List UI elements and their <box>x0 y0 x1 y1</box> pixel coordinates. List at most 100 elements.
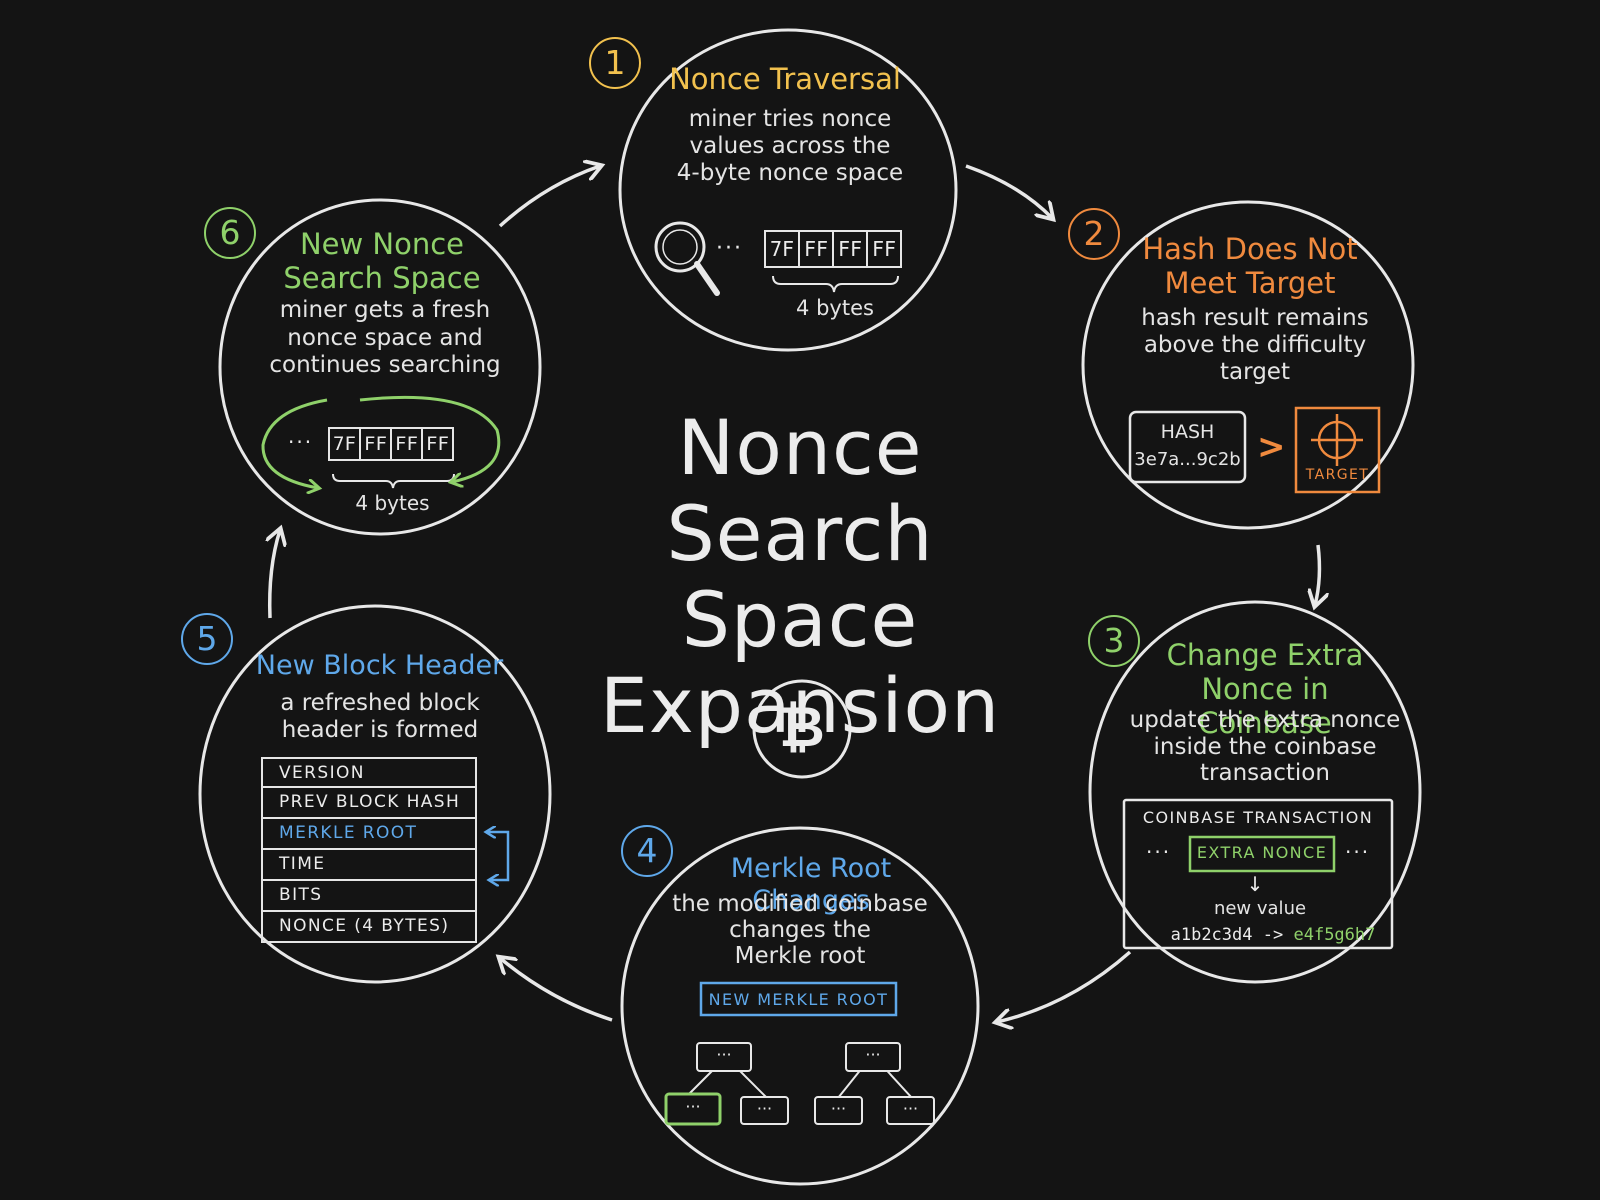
step2-circle <box>1081 200 1415 530</box>
target-label: TARGET <box>1305 467 1370 483</box>
step6-desc-line: miner gets a fresh <box>279 297 491 323</box>
step1-desc-line: values across the <box>689 133 891 160</box>
byte-cell: 7F <box>328 427 361 461</box>
hash-box <box>1128 410 1247 484</box>
byte-cell: FF <box>832 230 868 268</box>
page-title: Nonce Search Space Expansion <box>560 405 1040 749</box>
step1-bytes-label: 4 bytes <box>796 296 874 320</box>
title-line-2: Search Space <box>666 489 934 664</box>
step4-number: 4 <box>621 825 673 877</box>
step1-bytes: 7F FF FF FF <box>764 230 902 268</box>
arrow-5-to-6 <box>270 530 280 619</box>
old-value: a1b2c3d4 <box>1170 925 1253 945</box>
coinbase-ellipsis-right: ··· <box>1345 840 1371 864</box>
step3-desc-line: transaction <box>1200 760 1330 787</box>
tree-node <box>845 1042 901 1072</box>
step2-title-line: Meet Target <box>1164 266 1336 301</box>
arrow-6-to-1 <box>498 166 600 228</box>
step6-title-line: New Nonce <box>299 227 465 261</box>
magnifier-icon <box>654 221 720 296</box>
bitcoin-icon: ₿ <box>779 695 825 760</box>
tree-node <box>696 1042 752 1072</box>
title-line-3: Expansion <box>599 661 1001 750</box>
byte-cell: FF <box>798 230 834 268</box>
greater-than-sign: > <box>1257 427 1286 467</box>
step4-description: the modified coinbase changes the Merkle… <box>660 891 940 970</box>
header-row-merkle-root: MERKLE ROOT <box>261 819 477 850</box>
step2-title-line: Hash Does Not <box>1142 232 1358 266</box>
cycle-arrows-icon <box>261 398 328 488</box>
step6-bytes: 7F FF FF FF <box>328 427 454 461</box>
tree-leaf-label: ··· <box>756 1099 773 1118</box>
step6-desc-line: nonce space and <box>287 324 483 351</box>
step4-desc-line: Merkle root <box>734 943 866 970</box>
step2-desc-line: hash result remains <box>1141 305 1369 331</box>
step6-bytes-brace <box>332 473 455 489</box>
title-line-1: Nonce <box>677 403 923 492</box>
step3-number: 3 <box>1088 615 1140 667</box>
step1-desc-line: miner tries nonce <box>688 106 892 132</box>
step6-number: 6 <box>204 207 256 259</box>
new-merkle-root-label: NEW MERKLE ROOT <box>708 990 889 1009</box>
block-header-table: VERSION PREV BLOCK HASH MERKLE ROOT TIME… <box>261 757 477 943</box>
hash-label: HASH <box>1160 421 1215 443</box>
step6-title-line: Search Space <box>283 261 481 296</box>
byte-cell: FF <box>421 427 454 461</box>
byte-cell: FF <box>390 427 423 461</box>
step4-desc-line: the modified coinbase <box>672 891 928 917</box>
hash-value: 3e7a...9c2b <box>1134 449 1241 470</box>
step3-description: update the extra nonce inside the coinba… <box>1120 707 1410 787</box>
step5-desc-line: header is formed <box>281 717 479 744</box>
step6-ellipsis: ··· <box>288 430 314 454</box>
crosshair-icon <box>1311 414 1363 466</box>
down-arrow-icon: ↓ <box>1246 872 1264 896</box>
step1-ellipsis: ··· <box>716 236 743 261</box>
step5-number: 5 <box>181 613 233 665</box>
arrow-1-to-2 <box>965 164 1052 218</box>
step3-title: Change Extra Nonce in Coinbase <box>1130 638 1400 741</box>
value-change: a1b2c3d4 -> e4f5g6h7 <box>1158 925 1388 945</box>
header-row-bits: BITS <box>261 881 477 912</box>
step1-desc-line: 4-byte nonce space <box>676 160 904 187</box>
step4-circle <box>620 826 980 1186</box>
tree-node-label: ··· <box>716 1045 732 1064</box>
step6-bytes-label: 4 bytes <box>355 491 430 515</box>
step1-bytes-brace <box>772 275 899 293</box>
tree-leaf <box>814 1096 863 1125</box>
coinbase-ellipsis-left: ··· <box>1146 840 1172 864</box>
step5-desc-line: a refreshed block <box>280 690 480 716</box>
header-row-nonce: NONCE (4 BYTES) <box>261 912 477 943</box>
tree-leaf-label: ··· <box>685 1097 701 1116</box>
header-row-version: VERSION <box>261 757 477 788</box>
step5-description: a refreshed block header is formed <box>250 690 510 744</box>
bitcoin-circle <box>752 679 852 779</box>
arrow-3-to-4 <box>997 950 1132 1022</box>
step4-title: Merkle Root Changes <box>730 853 892 916</box>
header-row-prev-hash: PREV BLOCK HASH <box>261 788 477 819</box>
step6-desc-line: continues searching <box>269 352 501 379</box>
step5-circle <box>198 604 552 984</box>
coinbase-box <box>1122 798 1394 950</box>
step1-circle <box>618 28 958 352</box>
byte-cell: 7F <box>764 230 800 268</box>
step3-desc-line: update the extra nonce <box>1129 707 1401 733</box>
extra-nonce-label: EXTRA NONCE <box>1196 843 1328 862</box>
step2-number: 2 <box>1068 208 1120 260</box>
step1-description: miner tries nonce values across the 4-by… <box>640 106 940 187</box>
step2-description: hash result remains above the difficulty… <box>1110 305 1400 386</box>
tree-leaf-label: ··· <box>902 1099 919 1118</box>
step1-number: 1 <box>589 37 641 89</box>
merkle-root-box <box>699 981 898 1017</box>
step2-desc-line: above the difficulty <box>1143 332 1367 359</box>
step3-desc-line: inside the coinbase <box>1153 733 1377 760</box>
header-row-time: TIME <box>261 850 477 881</box>
target-box <box>1294 406 1381 494</box>
cycle-arrow-right <box>359 395 501 482</box>
tree-leaf <box>886 1096 935 1125</box>
tree-node-label: ··· <box>865 1045 881 1064</box>
step6-circle <box>218 198 542 536</box>
step3-title-line: Nonce in Coinbase <box>1198 672 1332 741</box>
value-arrow: -> <box>1262 925 1284 945</box>
